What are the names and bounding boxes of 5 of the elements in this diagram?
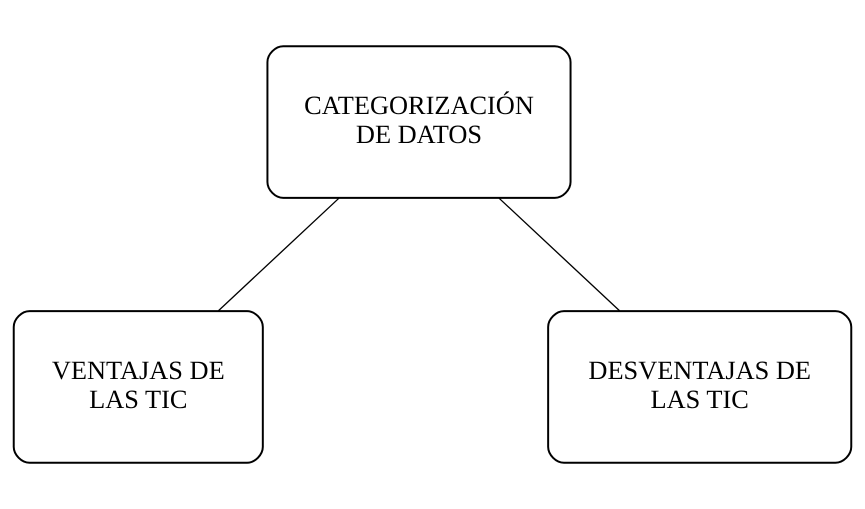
node-box: DESVENTAJAS DE LAS TIC [547,310,852,464]
node-box: VENTAJAS DE LAS TIC [12,310,264,464]
node-box: CATEGORIZACIÓN DE DATOS [266,45,572,199]
connector [498,198,620,312]
connector [218,198,340,312]
